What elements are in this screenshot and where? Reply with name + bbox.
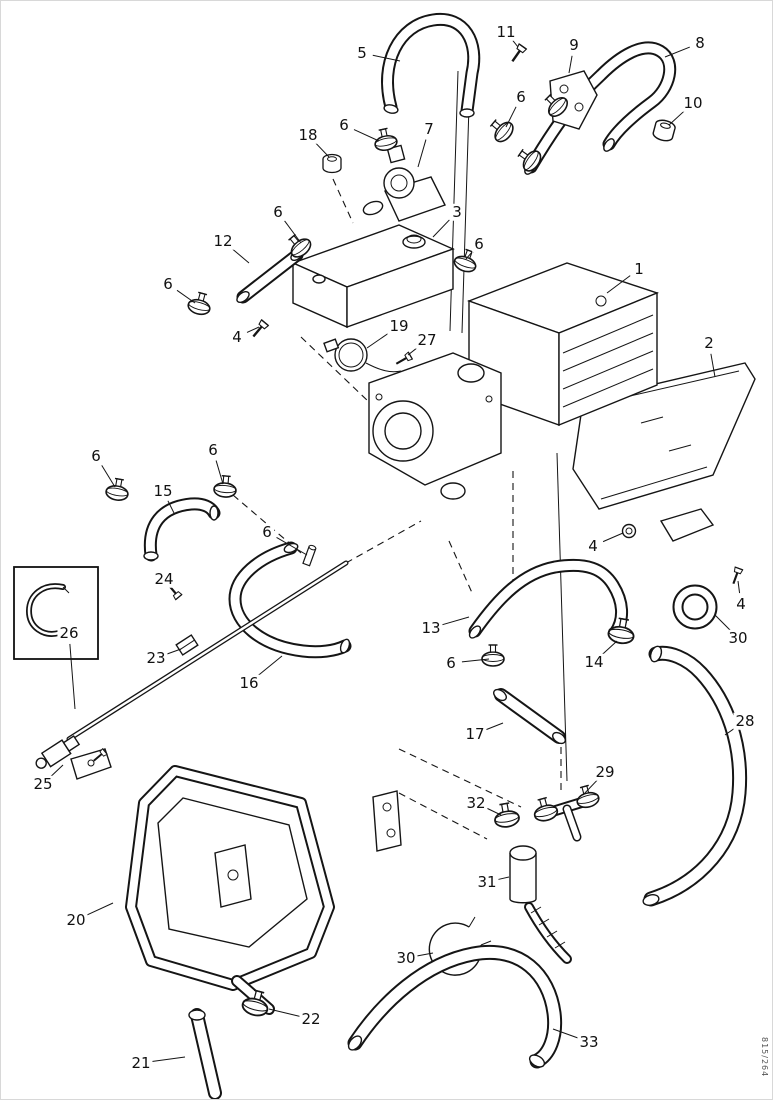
part-27-screw [393, 351, 414, 369]
leader-3 [432, 219, 450, 238]
leader-6 [176, 289, 196, 304]
part-19-cable [323, 338, 402, 373]
leader-31 [497, 876, 510, 881]
part-30-ring [672, 584, 718, 630]
leader-6 [465, 251, 473, 260]
leader-8 [664, 46, 690, 58]
leader-33 [552, 1028, 579, 1039]
leader-19 [366, 331, 391, 349]
leader-6 [353, 129, 380, 142]
leader-16 [257, 655, 283, 677]
part-32-clamp [491, 800, 522, 830]
leader-1 [606, 275, 631, 294]
part-21-hose [188, 981, 269, 1093]
part-25-connector [35, 735, 81, 769]
leader-13 [441, 616, 470, 626]
leader-15 [167, 500, 175, 514]
leader-6 [505, 106, 517, 128]
part-29-tee [530, 782, 602, 837]
part-1-blower-housing [368, 352, 502, 500]
leader-2 [710, 353, 716, 378]
leader-30 [714, 614, 731, 631]
part-1-heater [466, 262, 660, 427]
leader-26 [69, 643, 76, 710]
leader-7 [417, 139, 427, 168]
part-6-stud [302, 544, 317, 567]
leader-6 [284, 220, 302, 244]
leader-30 [416, 952, 434, 957]
leader-6 [215, 460, 224, 485]
leader-23 [166, 648, 182, 655]
drawing-number: 815/264 [760, 1037, 769, 1078]
leader-6 [276, 537, 308, 556]
part-20-frame [131, 771, 402, 985]
leader-10 [668, 110, 686, 126]
leader-5 [372, 54, 401, 62]
leader-4 [602, 532, 624, 543]
leader-25 [50, 764, 64, 777]
part-17-hose [493, 687, 568, 745]
leader-9 [568, 55, 573, 74]
leader-22 [268, 1008, 301, 1017]
part-14-clamp [606, 616, 638, 647]
part-33-hose [346, 952, 555, 1069]
leader-14 [601, 640, 618, 655]
leader-11 [512, 40, 519, 48]
part-18-grommet [322, 153, 342, 174]
part-8-hose [524, 48, 670, 175]
bracket-tab [659, 508, 715, 542]
leader-27 [407, 346, 419, 356]
part-13-hose [467, 565, 622, 641]
part-16-hose [235, 542, 351, 654]
leader-20 [85, 902, 114, 916]
leader-17 [485, 722, 504, 731]
leader-18 [315, 142, 330, 158]
leader-12 [231, 247, 250, 264]
inset-box-26 [13, 566, 99, 660]
leader-32 [485, 807, 502, 816]
leader-6 [101, 465, 116, 488]
leader-24 [170, 587, 176, 594]
part-23-clip [175, 634, 199, 656]
leader-29 [582, 779, 598, 796]
part-28-hose [642, 645, 740, 907]
part-15-hose [143, 504, 218, 560]
part-3-tank [291, 224, 455, 329]
leader-21 [151, 1056, 186, 1063]
leader-6 [461, 658, 490, 663]
part-5-hose [383, 19, 474, 118]
leader-4 [737, 580, 741, 594]
part-7-pump [362, 144, 446, 222]
leader-4 [246, 326, 260, 333]
part-31-exhaust [509, 845, 567, 959]
fuel-pipe-assembly [35, 563, 346, 780]
